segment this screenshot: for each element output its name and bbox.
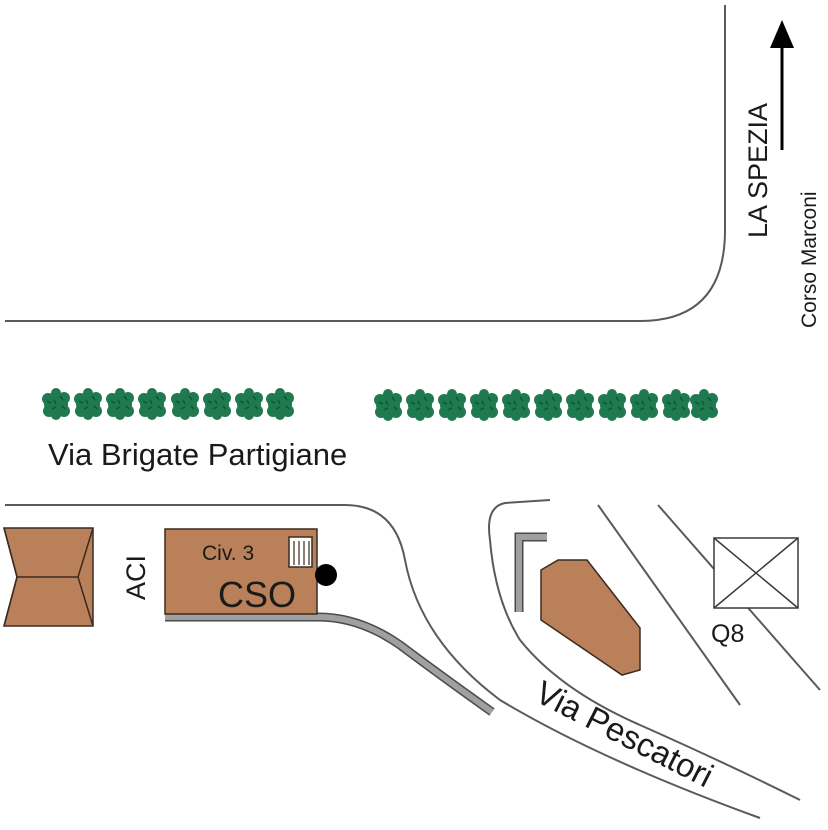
label-aci: ACI [121,555,151,600]
tree-icon [629,388,659,422]
road-line-diagonal-1 [597,504,741,706]
tree-icon [373,388,403,422]
tree-icon [501,388,531,422]
label-civic-number: Civ. 3 [202,542,254,565]
tree-icon [170,387,200,421]
location-marker-icon [315,564,337,586]
tree-icon [405,388,435,422]
road-island [488,499,801,801]
tree-icon [105,387,135,421]
label-corso-marconi: Corso Marconi [798,191,821,328]
tree-icon [202,387,232,421]
stairs-icon [288,536,313,568]
island-building [540,559,641,676]
road-edge-south [5,504,761,819]
north-arrow-icon [770,20,794,150]
label-cso: CSO [218,574,296,615]
tree-icon [661,388,691,422]
fuel-station-icon [713,537,799,609]
label-q8: Q8 [711,620,744,648]
tree-icon [597,388,627,422]
road-edge-north [5,5,726,322]
tree-icon [437,388,467,422]
tree-icon [689,388,719,422]
label-la-spezia: LA SPEZIA [743,103,773,238]
tree-icon [533,388,563,422]
tree-icon [234,387,264,421]
tree-icon [137,387,167,421]
label-via-pescatori: Via Pescatori [530,673,719,794]
tree-icon [41,387,71,421]
label-via-brigate-partigiane: Via Brigate Partigiane [48,437,347,472]
tree-icon [565,388,595,422]
tree-icon [469,388,499,422]
tree-icon [73,387,103,421]
tree-row-east [373,388,719,422]
left-building [3,527,94,627]
tree-icon [265,387,295,421]
tree-row-west [41,387,295,421]
wall-segment [165,612,495,716]
